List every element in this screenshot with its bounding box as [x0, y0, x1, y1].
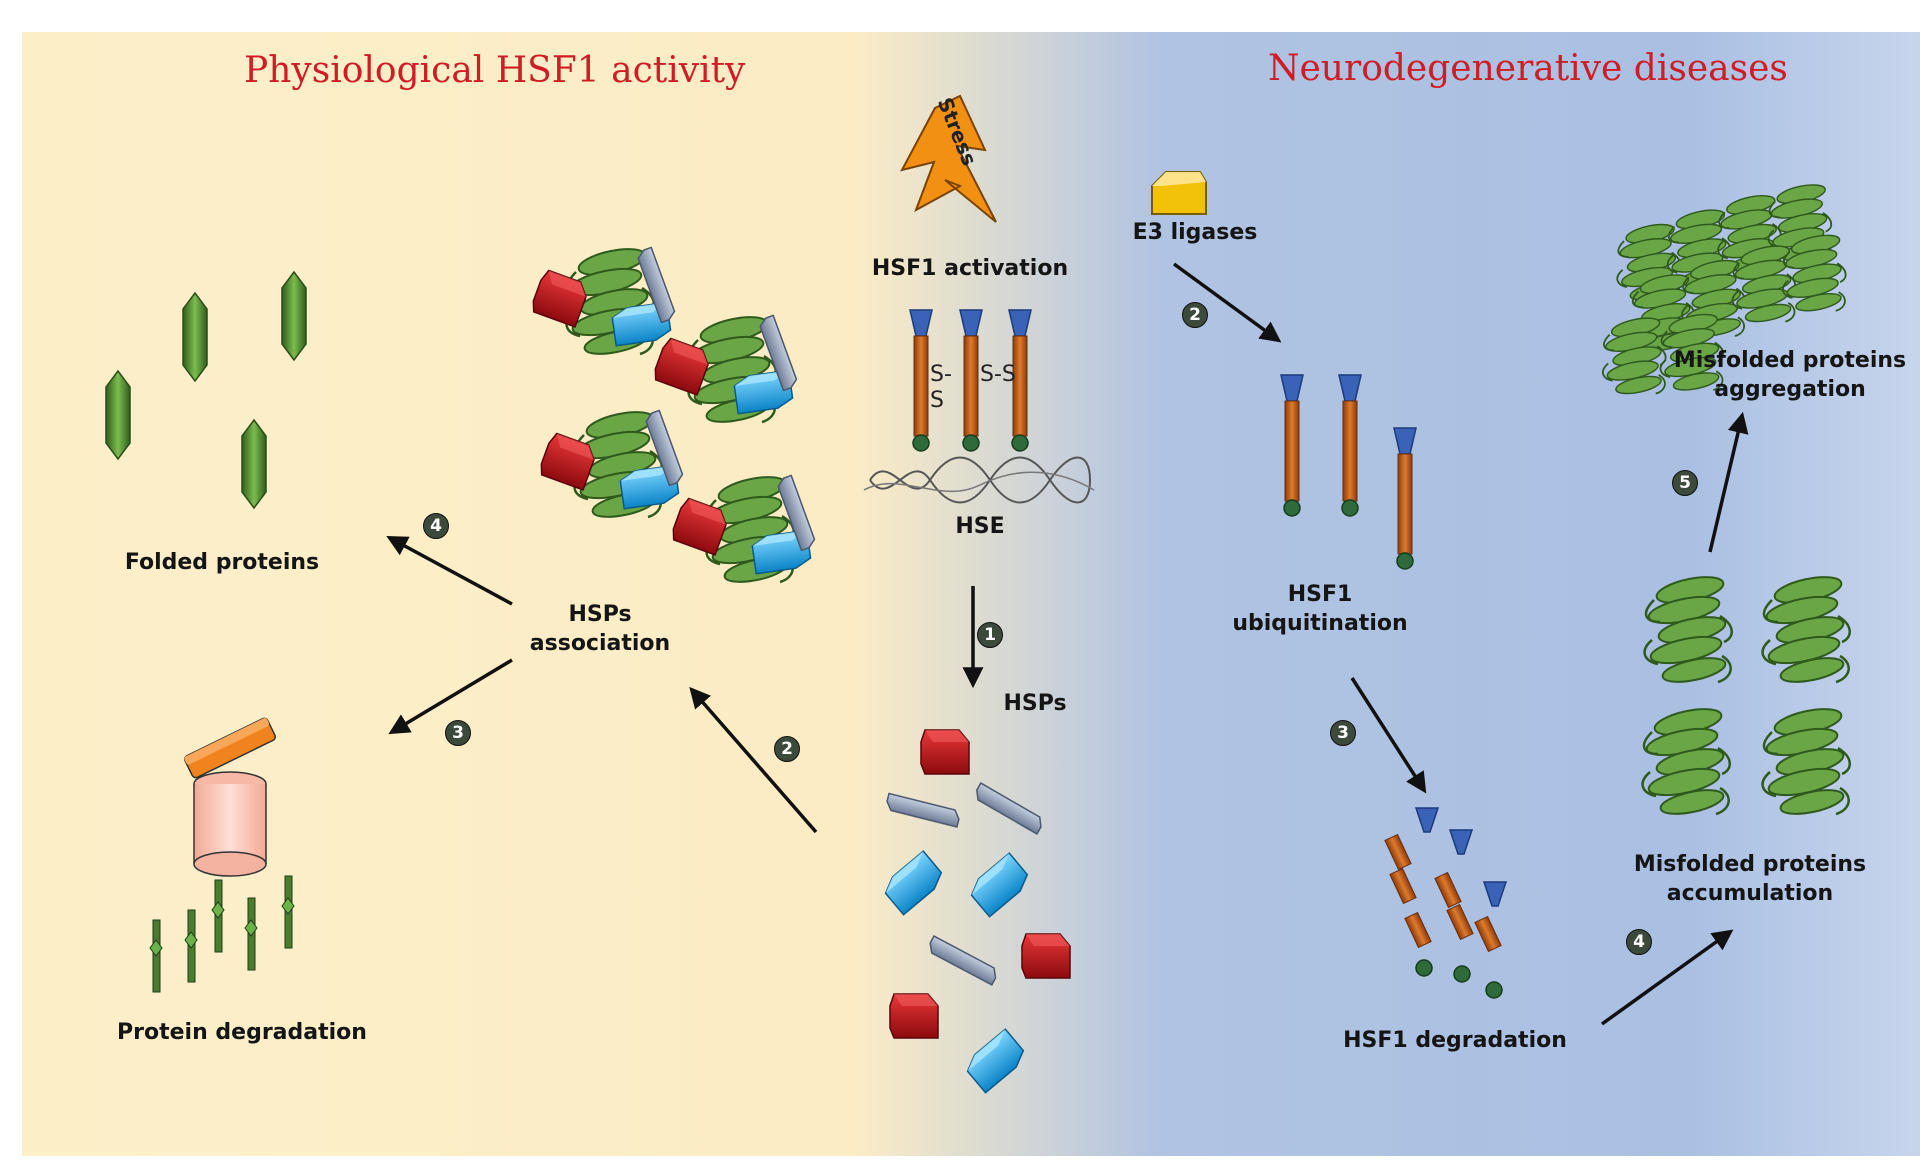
degraded-peptides-graphic — [149, 875, 295, 993]
e3-ligases-label: E3 ligases — [1132, 220, 1258, 245]
step-3-right-badge: 3 — [1330, 720, 1356, 746]
proteasome-graphic — [183, 717, 277, 877]
arrow-e3-to-ubiquitination — [1172, 262, 1282, 343]
hsf1-activation-label: HSF1 activation — [871, 256, 1069, 281]
hse-label: HSE — [955, 514, 1005, 539]
hsps-association-label: HSPs association — [529, 602, 671, 656]
hsf1-degradation-label: HSF1 degradation — [1343, 1028, 1567, 1053]
hsf1-trimer-graphic — [863, 309, 1095, 504]
arrow-accumulation-to-aggregation — [1708, 411, 1749, 553]
arrows — [386, 262, 1749, 1026]
hsf1-fragments-graphic — [1384, 807, 1508, 999]
disulfide-label-1: S- S — [930, 362, 952, 413]
step-4-badge: 4 — [423, 513, 449, 539]
title-physiological: Physiological HSF1 activity — [244, 50, 746, 91]
arrow-association-to-folded — [386, 536, 513, 606]
step-2-right-badge: 2 — [1182, 302, 1208, 328]
arrow-degradation-to-accumulation — [1600, 929, 1734, 1026]
stress-bolt-graphic — [900, 94, 997, 223]
arrow-association-to-degradation — [388, 658, 513, 735]
e3-ligase-graphic — [1151, 171, 1207, 215]
step-1-badge: 1 — [977, 622, 1003, 648]
folded-proteins-label: Folded proteins — [124, 550, 320, 575]
step-3-badge: 3 — [445, 720, 471, 746]
title-neurodegenerative: Neurodegenerative diseases — [1268, 48, 1788, 89]
misfolded-aggregation-label: Misfolded proteins aggregation — [1673, 348, 1907, 402]
misfolded-accumulation-label: Misfolded proteins accumulation — [1633, 852, 1867, 906]
arrow-hsps-to-association — [689, 686, 818, 834]
arrow-ubiquitination-to-degradation — [1350, 677, 1427, 794]
step-4-right-badge: 4 — [1626, 929, 1652, 955]
disulfide-label-2: S-S — [980, 362, 1016, 387]
step-2-badge: 2 — [774, 736, 800, 762]
step-5-right-badge: 5 — [1672, 470, 1698, 496]
protein-degradation-label: Protein degradation — [117, 1020, 367, 1045]
hsps-label: HSPs — [1003, 691, 1067, 716]
hsf1-ubiquitination-label: HSF1 ubiquitination — [1232, 582, 1408, 636]
